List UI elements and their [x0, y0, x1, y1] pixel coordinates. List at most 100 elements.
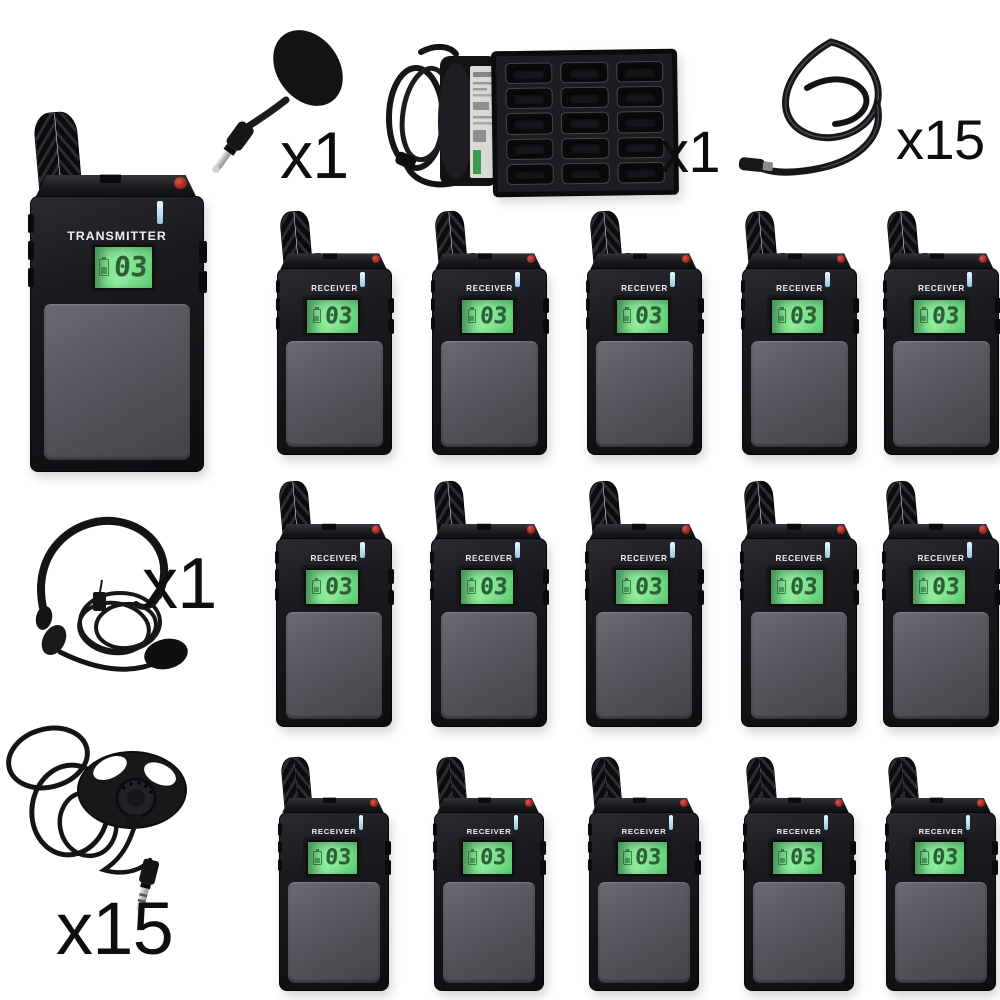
top-cap	[590, 253, 697, 270]
dock-slot	[505, 62, 553, 85]
side-ridge	[882, 316, 888, 330]
side-ridge	[430, 316, 436, 330]
led-indicator	[513, 815, 519, 831]
red-button	[836, 254, 846, 264]
channel-number: 03	[634, 302, 664, 329]
lcd-screen: 03	[912, 840, 966, 876]
side-button	[995, 318, 1000, 334]
transmitter-device: TRANSMITTER 03	[27, 110, 208, 472]
device-label: RECEIVER	[466, 826, 512, 836]
top-cap	[886, 523, 994, 540]
power-knob	[632, 797, 647, 804]
dock-slot	[505, 87, 554, 110]
led-indicator	[360, 542, 365, 558]
power-knob	[632, 253, 647, 260]
power-knob	[632, 523, 647, 530]
power-knob	[322, 797, 337, 804]
receiver-device: RECEIVER 03	[585, 209, 704, 455]
channel-number: 03	[324, 302, 354, 329]
top-cap	[592, 797, 694, 813]
device-body: RECEIVER 03	[884, 811, 998, 991]
device-body: RECEIVER 03	[881, 538, 1000, 727]
side-ridge	[884, 840, 890, 854]
device-label: RECEIVER	[917, 554, 965, 564]
battery-icon	[776, 577, 786, 594]
side-ridge	[881, 587, 887, 601]
channel-number: 03	[788, 573, 819, 600]
channel-number: 03	[931, 302, 961, 329]
battery-cover	[286, 341, 383, 447]
top-cap	[589, 523, 697, 540]
device-body: RECEIVER 03	[587, 811, 701, 991]
red-button	[976, 798, 985, 807]
battery-cover	[595, 612, 693, 719]
top-cap	[280, 253, 387, 270]
side-ridge	[275, 316, 281, 330]
side-ridge	[740, 316, 746, 330]
battery-cover	[285, 612, 383, 719]
side-ridge	[587, 858, 593, 872]
led-indicator	[965, 815, 971, 831]
battery-icon	[311, 577, 321, 594]
lcd-screen: 03	[92, 245, 154, 291]
lanyard-clasp	[738, 157, 774, 172]
receiver-device: RECEIVER 03	[274, 479, 394, 727]
side-button	[850, 840, 856, 856]
power-knob	[787, 797, 802, 804]
dock-slot	[560, 86, 609, 109]
side-ridge	[430, 298, 436, 312]
side-ridge	[432, 823, 438, 836]
side-button	[853, 569, 859, 585]
side-button	[540, 840, 546, 856]
led-indicator	[360, 271, 365, 288]
side-ridge	[742, 823, 748, 836]
power-knob	[477, 797, 492, 804]
power-knob	[322, 253, 337, 260]
side-button	[388, 569, 394, 585]
side-ridge	[275, 279, 281, 293]
side-button	[385, 860, 391, 875]
battery-icon	[623, 849, 632, 865]
device-body: RECEIVER 03	[585, 267, 704, 455]
receiver-device: RECEIVER 03	[881, 479, 1000, 727]
red-button	[681, 254, 691, 264]
receiver-device: RECEIVER 03	[739, 479, 859, 727]
dock-slot	[615, 60, 664, 83]
clip-microphone	[212, 30, 343, 173]
battery-icon	[920, 849, 929, 865]
receiver-device: RECEIVER 03	[429, 479, 549, 727]
lcd-screen: 03	[615, 840, 669, 876]
side-button	[992, 860, 998, 875]
power-knob	[929, 253, 944, 260]
device-label: RECEIVER	[466, 283, 513, 293]
lcd-screen: 03	[459, 568, 515, 606]
led-indicator	[825, 271, 830, 288]
headset-microphone	[35, 516, 188, 672]
battery-cover	[288, 881, 380, 983]
battery-icon	[312, 307, 322, 324]
led-indicator	[823, 815, 829, 831]
led-indicator	[156, 201, 164, 225]
channel-number: 03	[789, 302, 819, 329]
side-ridge	[430, 279, 436, 293]
led-indicator	[967, 542, 972, 558]
battery-icon	[468, 849, 477, 865]
power-knob	[787, 253, 802, 260]
side-button	[388, 298, 394, 314]
device-label: RECEIVER	[918, 826, 964, 836]
channel-number: 03	[479, 845, 508, 871]
battery-cover	[750, 612, 848, 719]
top-cap	[889, 797, 991, 813]
dock-slot	[616, 136, 665, 159]
side-button	[995, 298, 1000, 314]
side-button	[540, 860, 546, 875]
earphone-cord	[98, 825, 153, 875]
dock-slot	[560, 61, 609, 84]
headset-connector	[93, 579, 106, 611]
side-ridge	[585, 279, 591, 293]
earphone-jack-plug	[136, 858, 160, 913]
ear-hook-earphone	[6, 725, 187, 913]
side-button	[853, 589, 859, 605]
red-button	[369, 798, 378, 807]
